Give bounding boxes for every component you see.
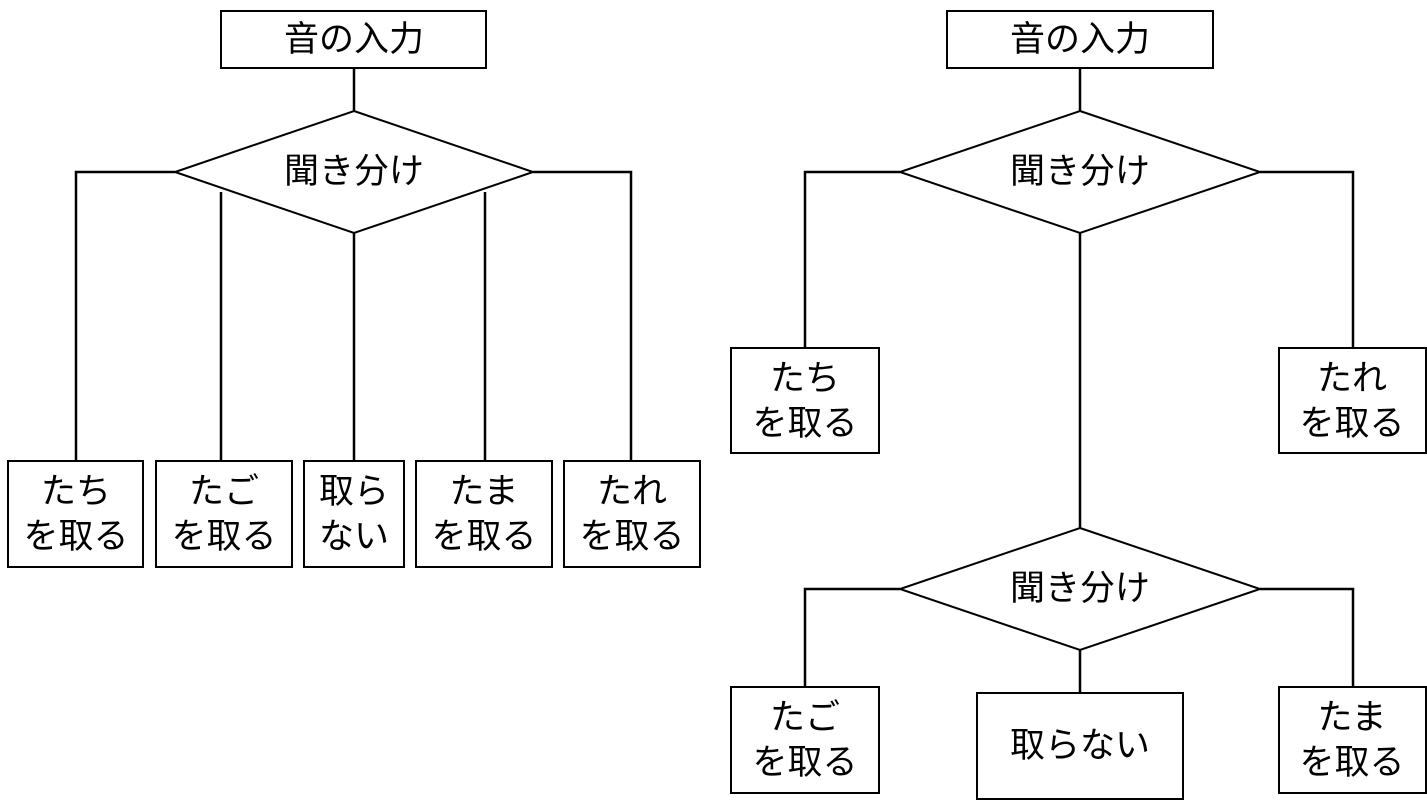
left-decision-diamond bbox=[171, 109, 537, 235]
right-outcome-tama-line1: たま bbox=[1318, 698, 1387, 738]
left-outcome-tago-line2: を取る bbox=[171, 517, 276, 557]
left-outcome-tago-line1: たご bbox=[189, 472, 259, 512]
left-outcome-box-tama bbox=[415, 460, 553, 568]
left-outcome-toranai-line1: 取ら bbox=[319, 472, 389, 512]
right-outcome-toranai-label: 取らない bbox=[1010, 726, 1150, 766]
left-outcome-box-tachi bbox=[7, 460, 144, 568]
right-outcome-tachi-line1: たち bbox=[770, 359, 840, 399]
right-outcome-tama-line2: を取る bbox=[1299, 743, 1404, 783]
right-sub-branch-right-line bbox=[1260, 587, 1355, 687]
right-outcome-tago-line2: を取る bbox=[752, 743, 857, 783]
left-outcome-tare-line2: を取る bbox=[579, 517, 684, 557]
left-outcome-tama-line1: たま bbox=[450, 472, 519, 512]
right-outcome-tare-line2: を取る bbox=[1299, 404, 1404, 444]
left-outcome-tachi-line2: を取る bbox=[23, 517, 128, 557]
right-outcome-tago-line1: たご bbox=[770, 698, 840, 738]
left-outcome-tama-line2: を取る bbox=[431, 517, 536, 557]
right-outcome-tare-line1: たれ bbox=[1317, 359, 1387, 399]
right-branch-left-line bbox=[803, 170, 900, 348]
right-outcome-box-toranai bbox=[976, 692, 1184, 800]
right-outcome-box-tago bbox=[730, 686, 880, 794]
right-sub-branch-left-line bbox=[803, 587, 900, 687]
left-outcome-tachi-line1: たち bbox=[41, 472, 111, 512]
right-outcome-box-tama bbox=[1278, 686, 1427, 794]
left-outcome-box-tago bbox=[155, 460, 293, 568]
left-outcome-toranai-line2: ない bbox=[319, 517, 389, 557]
left-outcome-tare-line1: たれ bbox=[597, 472, 667, 512]
right-branch-right-line bbox=[1260, 170, 1355, 348]
right-input-box bbox=[946, 10, 1214, 69]
right-decision1-label: 聞き分け bbox=[1010, 152, 1150, 192]
right-outcome-tachi-line2: を取る bbox=[752, 404, 857, 444]
right-outcome-box-tachi bbox=[730, 347, 880, 454]
left-outcome-box-tare bbox=[563, 460, 701, 568]
left-flowchart: 音の入力 聞き分け たち を取る たご を取る 取ら ない たま を取る たれ … bbox=[7, 10, 701, 568]
right-decision2-diamond bbox=[896, 526, 1264, 652]
left-input-box bbox=[220, 10, 487, 69]
right-decision1-diamond bbox=[896, 109, 1264, 235]
right-flowchart: 音の入力 聞き分け たち を取る たれ を取る 聞き分け たご を取る 取らない… bbox=[730, 10, 1427, 800]
left-outcome-box-toranai bbox=[303, 460, 405, 568]
left-branch-1-line bbox=[74, 170, 175, 461]
right-input-label: 音の入力 bbox=[1010, 20, 1150, 60]
left-decision-label: 聞き分け bbox=[284, 152, 424, 192]
left-branch-5-line bbox=[533, 170, 633, 461]
left-input-label: 音の入力 bbox=[284, 20, 424, 60]
right-decision2-label: 聞き分け bbox=[1010, 569, 1150, 609]
right-outcome-box-tare bbox=[1278, 347, 1427, 454]
